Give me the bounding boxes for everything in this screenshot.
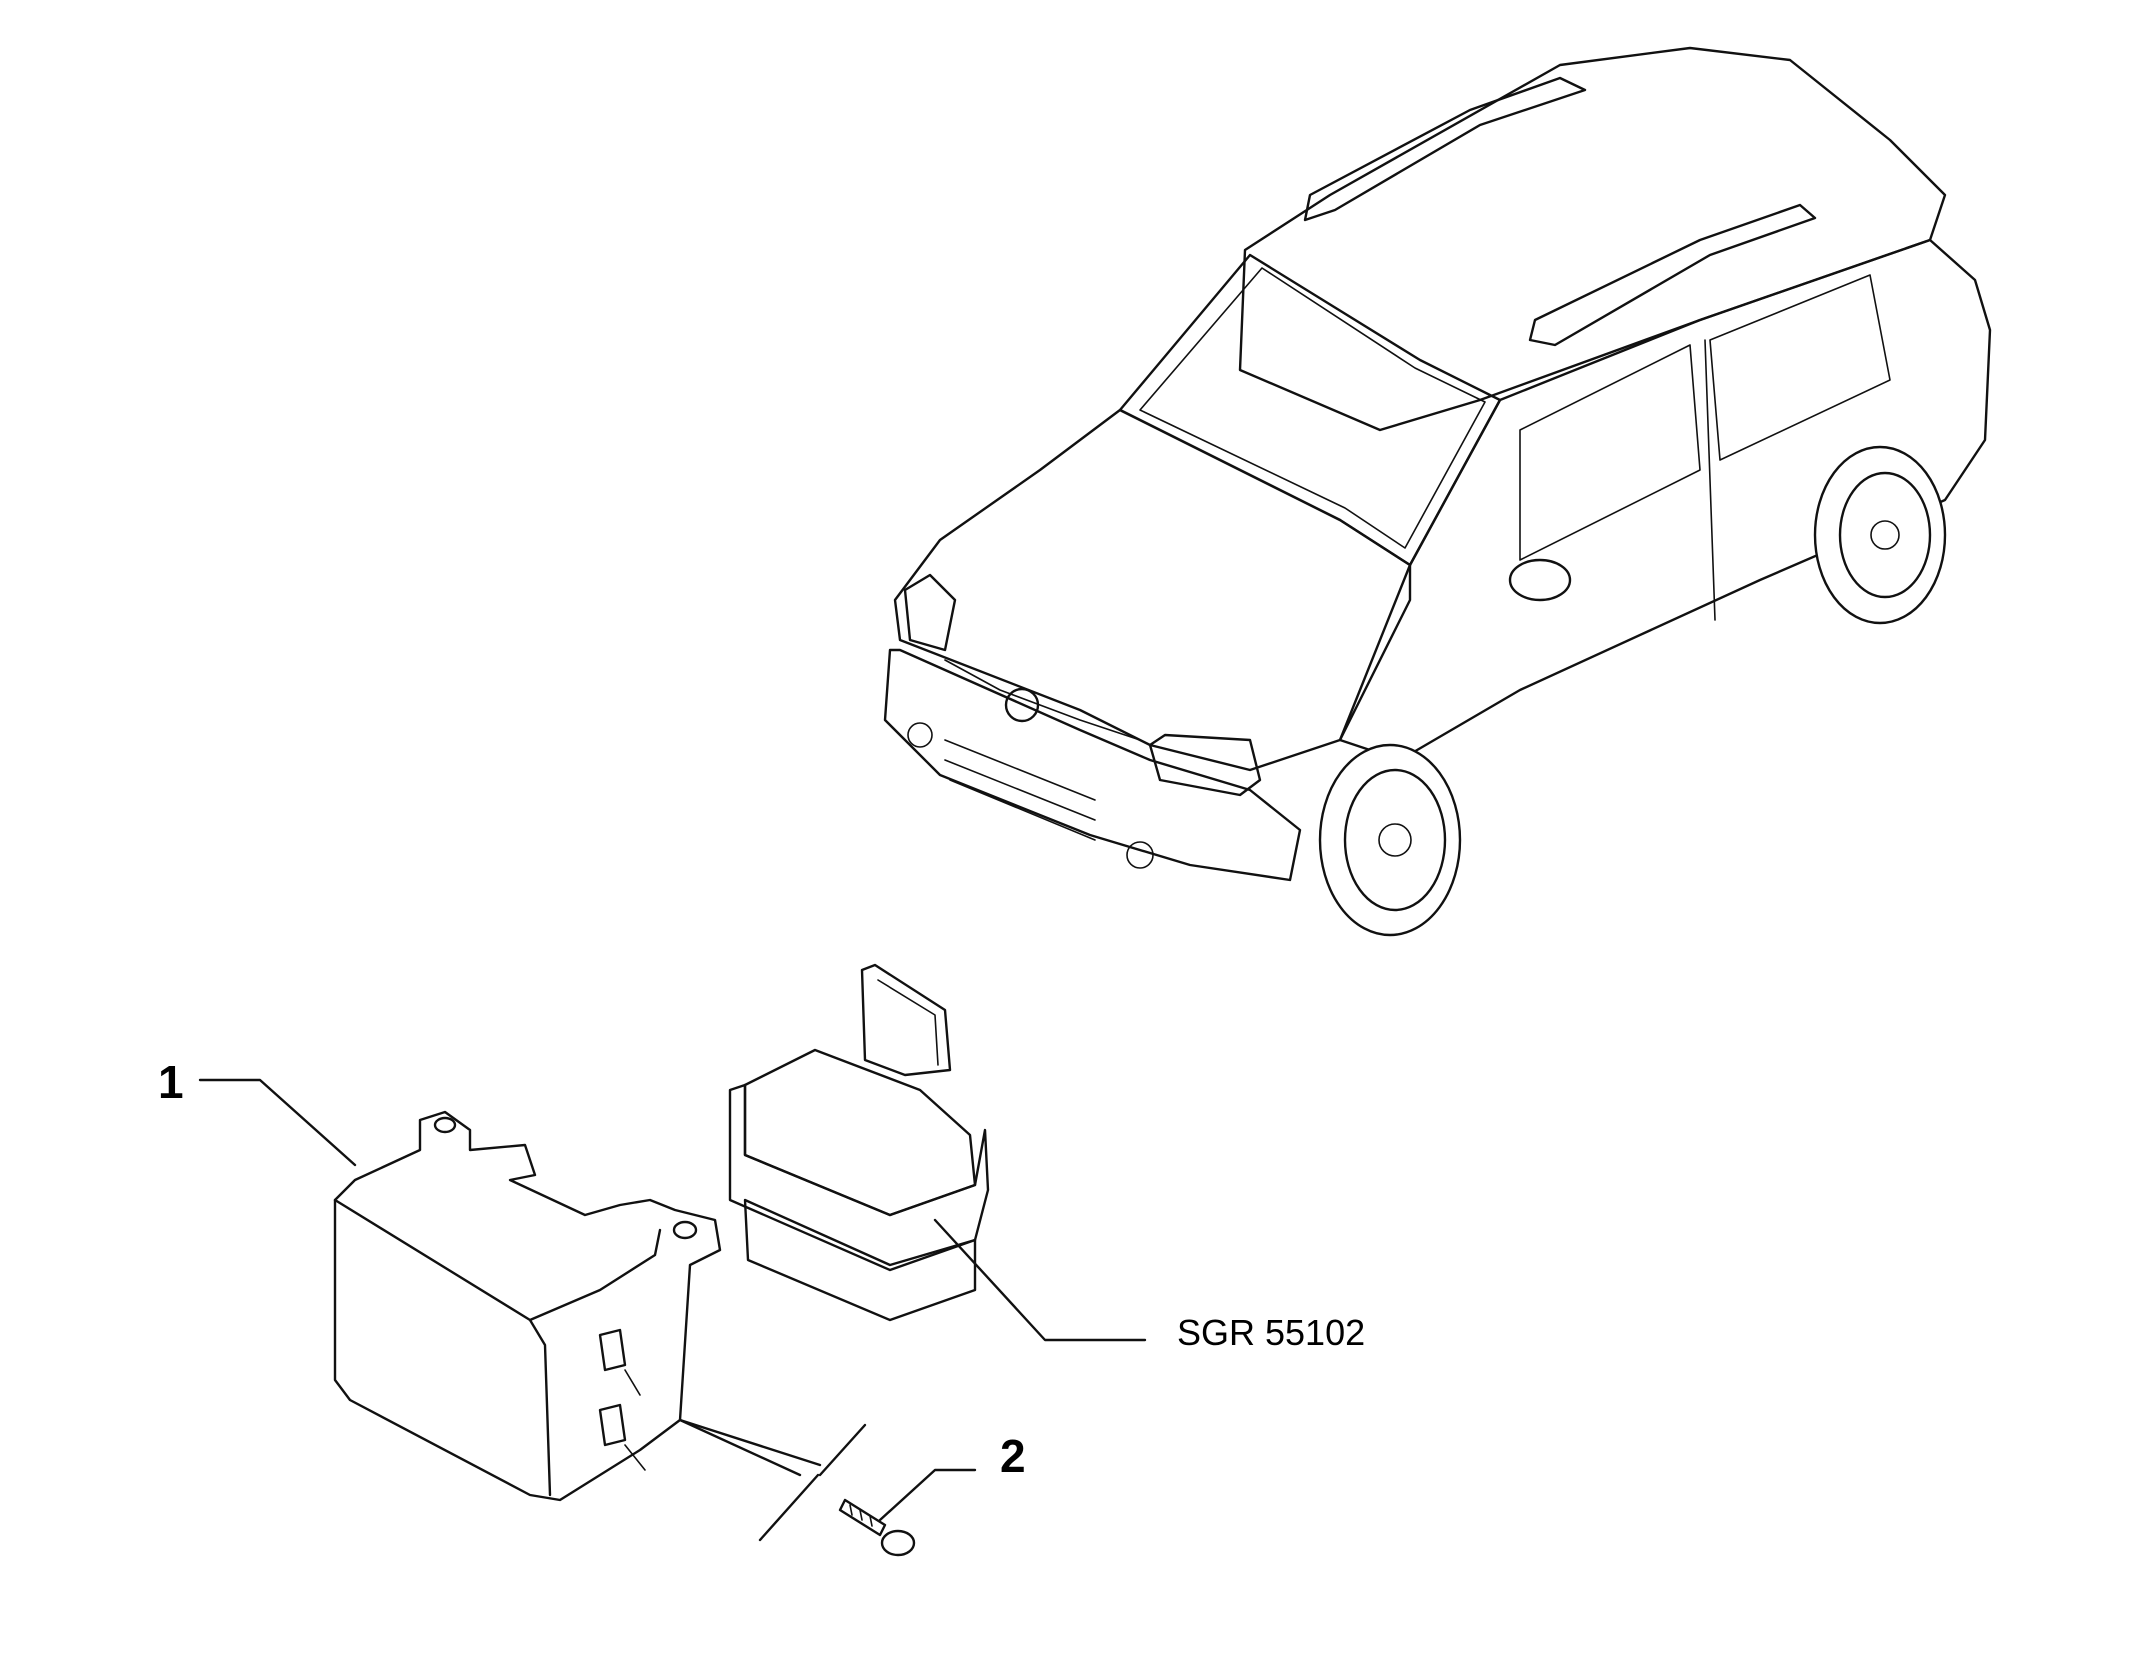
car-roof xyxy=(1238,46,1947,432)
side-mirror xyxy=(1508,558,1572,602)
hood xyxy=(893,408,1412,772)
leader-2 xyxy=(878,1468,977,1522)
windscreen-inner xyxy=(1139,267,1486,549)
fog-lamp-left xyxy=(907,722,933,748)
headlight-right xyxy=(1148,733,1262,797)
front-wheel xyxy=(1318,743,1462,937)
electronic-module xyxy=(728,963,990,1322)
break-mark-1 xyxy=(818,1423,867,1477)
side-window-front xyxy=(1519,344,1701,561)
door-line xyxy=(1704,339,1716,621)
fog-lamp-right xyxy=(1126,841,1154,869)
callout-part-2: 2 xyxy=(1000,1430,1026,1482)
section-line-a xyxy=(678,1418,822,1467)
screw-head xyxy=(880,1529,916,1557)
part-1-housing xyxy=(333,1110,722,1502)
roof-rail-right xyxy=(1528,203,1817,347)
break-mark-2 xyxy=(758,1473,820,1542)
leader-lines xyxy=(198,1078,1147,1542)
screw-shank xyxy=(838,1498,887,1537)
callout-ref-code: SGR 55102 xyxy=(1177,1312,1365,1353)
section-line-b xyxy=(678,1418,802,1477)
module-top xyxy=(743,1048,977,1217)
module-bracket xyxy=(860,963,952,1077)
leader-sgr xyxy=(933,1218,1147,1342)
clip-upper xyxy=(598,1328,627,1372)
clip-lower xyxy=(598,1403,627,1447)
rear-wheel xyxy=(1813,445,1947,625)
housing-front-face xyxy=(333,1198,552,1497)
part-2-screw xyxy=(838,1498,916,1557)
front-bumper xyxy=(883,648,1302,882)
mount-hole-top xyxy=(433,1116,457,1134)
roof-rail-left xyxy=(1303,76,1587,222)
grille-slot-3 xyxy=(949,779,1096,841)
module-base xyxy=(743,1198,977,1322)
front-badge-icon xyxy=(1004,687,1040,723)
car-illustration xyxy=(883,46,1992,937)
mount-hole-right xyxy=(672,1220,698,1240)
grille-slot-2 xyxy=(944,759,1096,821)
leader-1 xyxy=(198,1078,357,1167)
housing-right-face xyxy=(528,1228,662,1322)
grille-slot-1 xyxy=(944,739,1096,801)
housing-outline xyxy=(333,1110,722,1502)
side-window-rear xyxy=(1709,274,1891,461)
headlight-left xyxy=(903,573,957,652)
grille-top xyxy=(944,659,1141,741)
module-band xyxy=(728,1083,990,1272)
callout-part-1: 1 xyxy=(158,1056,184,1108)
